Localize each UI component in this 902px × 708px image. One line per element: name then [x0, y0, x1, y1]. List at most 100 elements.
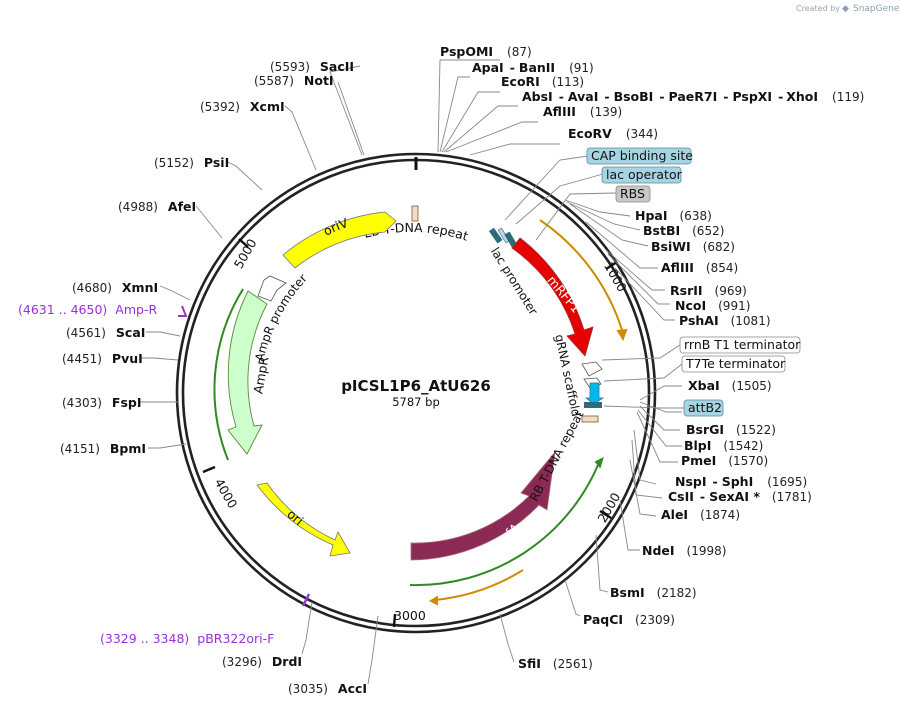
svg-text:NdeI(1998): NdeI(1998): [642, 543, 726, 558]
site-drdi: DrdI: [272, 654, 302, 669]
svg-text:PaqCI(2309): PaqCI(2309): [583, 612, 675, 627]
svg-text:(4680)XmnI: (4680)XmnI: [72, 280, 158, 295]
teal-mark-2: [504, 231, 518, 248]
rb-repeat-mark: [581, 415, 599, 423]
svg-text:(5587)NotI: (5587)NotI: [254, 73, 334, 88]
cap-binding-box: [586, 147, 692, 165]
site-bsiwi: BsiWI: [651, 239, 691, 254]
trfa-orange-line: [434, 569, 524, 601]
site-bpmi: BpmI: [110, 441, 146, 456]
site-xcmi: XcmI: [250, 99, 285, 114]
teal-mark-1: [488, 227, 503, 244]
site-xbai: XbaI: [688, 378, 720, 393]
site-ndei: NdeI: [642, 543, 675, 558]
feature-ampr: AmpR: [250, 355, 271, 395]
cyan-arrow: [584, 382, 605, 405]
site-bsrgi: BsrGI: [686, 422, 724, 437]
site-csii: CsII: [668, 489, 694, 504]
site-rsrii: RsrII: [670, 283, 703, 298]
site-ecorv: EcoRV: [568, 126, 612, 141]
boxed-feature-labels: CAP binding site lac operator RBS rrnB T…: [586, 147, 801, 417]
oriv-arrow: [282, 211, 397, 269]
site-pvui: PvuI: [112, 351, 143, 366]
plasmid-name: pICSL1P6_AtU626: [341, 377, 491, 395]
svg-text:RBS: RBS: [620, 186, 645, 201]
tick-marks: [202, 238, 618, 628]
primer-amp-r: (4631 .. 4650)Amp-R: [18, 302, 157, 317]
site-afliii-139: AflIII: [543, 104, 576, 119]
trfa-orange-arrowhead: [428, 595, 439, 606]
svg-text:CsII-SexAI *(1781): CsII-SexAI *(1781): [668, 489, 812, 504]
site-acci: AccI: [338, 681, 367, 696]
ori-arrow: [256, 482, 351, 557]
svg-text:NspI-SphI(1695): NspI-SphI(1695): [675, 474, 807, 489]
site-bsmi: BsmI: [610, 585, 645, 600]
snapgene-logo: ◆: [842, 4, 849, 14]
svg-text:(5593)SacII: (5593)SacII: [270, 59, 354, 74]
mrfp1-orange-line: [539, 219, 623, 331]
svg-text:XbaI(1505): XbaI(1505): [688, 378, 772, 393]
site-noti: NotI: [304, 73, 334, 88]
site-nspi: NspI: [675, 474, 707, 489]
rrnb-terminator-box: [679, 336, 801, 354]
svg-text:rrnB T1 terminator: rrnB T1 terminator: [684, 337, 801, 352]
attb2-box: [683, 399, 724, 417]
trfa-green-arrowhead: [594, 457, 604, 469]
site-pmei: PmeI: [681, 453, 716, 468]
svg-text:AflIII(139): AflIII(139): [543, 104, 622, 119]
box-leader-lines: [504, 155, 684, 409]
left-leader-lines: [140, 65, 379, 685]
site-scai: ScaI: [116, 325, 146, 340]
site-hpai: HpaI: [635, 208, 668, 223]
left-site-labels: (5593)SacII (5587)NotI (5392)XcmI (5152)…: [60, 59, 367, 696]
mrfp1-orange-arrowhead: [616, 328, 628, 342]
svg-text:(4561)ScaI: (4561)ScaI: [66, 325, 145, 340]
svg-text:(3296)DrdI: (3296)DrdI: [222, 654, 302, 669]
svg-text:PshAI(1081): PshAI(1081): [679, 313, 771, 328]
svg-text:SfiI(2561): SfiI(2561): [518, 656, 593, 671]
site-ncoi: NcoI: [675, 298, 706, 313]
site-pshai: PshAI: [679, 313, 719, 328]
site-afei: AfeI: [168, 199, 196, 214]
site-apai: ApaI: [472, 60, 504, 75]
site-psii: PsiI: [204, 155, 229, 170]
amp-r-primer-mark: [178, 305, 188, 317]
site-xmni: XmnI: [122, 280, 158, 295]
trfa-arrow: [410, 450, 556, 561]
svg-text:AleI(1874): AleI(1874): [661, 507, 740, 522]
rbs-box: [615, 185, 651, 203]
svg-text:ApaI-BanII(91): ApaI-BanII(91): [472, 60, 594, 75]
rrnb-terminator-arrow: [581, 361, 603, 377]
svg-text:PmeI(1570): PmeI(1570): [681, 453, 768, 468]
svg-text:EcoRI(113): EcoRI(113): [501, 74, 584, 89]
pbr322ori-primer-mark: [301, 593, 311, 607]
site-paqci: PaqCI: [583, 612, 623, 627]
site-absi-group: AbsI: [522, 89, 553, 104]
svg-text:BlpI(1542): BlpI(1542): [684, 438, 763, 453]
ampr-arrow: [227, 290, 268, 455]
svg-text:BsiWI(682): BsiWI(682): [651, 239, 735, 254]
credit-brand: SnapGene: [853, 4, 900, 14]
attb2-mark: [584, 402, 602, 408]
site-pspomi: PspOMI: [440, 44, 493, 59]
svg-text:EcoRV(344): EcoRV(344): [568, 126, 658, 141]
svg-text:(4988)AfeI: (4988)AfeI: [118, 199, 196, 214]
trfa-green-line: [409, 459, 601, 587]
site-afliii-854: AflIII: [661, 260, 694, 275]
primer-pbr322ori-f: (3329 .. 3348)pBR322ori-F: [100, 631, 274, 646]
svg-text:attB2: attB2: [688, 400, 722, 415]
mrfp1-arrow: [511, 237, 594, 357]
svg-text:BsmI(2182): BsmI(2182): [610, 585, 697, 600]
site-ecori: EcoRI: [501, 74, 540, 89]
svg-text:RsrII(969): RsrII(969): [670, 283, 747, 298]
svg-text:(4151)BpmI: (4151)BpmI: [60, 441, 146, 456]
tick-4000: 4000: [212, 476, 241, 511]
feature-mrfp1: mRFP1: [544, 273, 583, 316]
svg-text:(5392)XcmI: (5392)XcmI: [200, 99, 285, 114]
tick-3000: 3000: [394, 608, 426, 623]
site-bstbi: BstBI: [643, 223, 680, 238]
lb-repeat-mark: [411, 205, 419, 222]
right-leader-lines: [437, 59, 682, 663]
site-sacii: SacII: [320, 59, 354, 74]
